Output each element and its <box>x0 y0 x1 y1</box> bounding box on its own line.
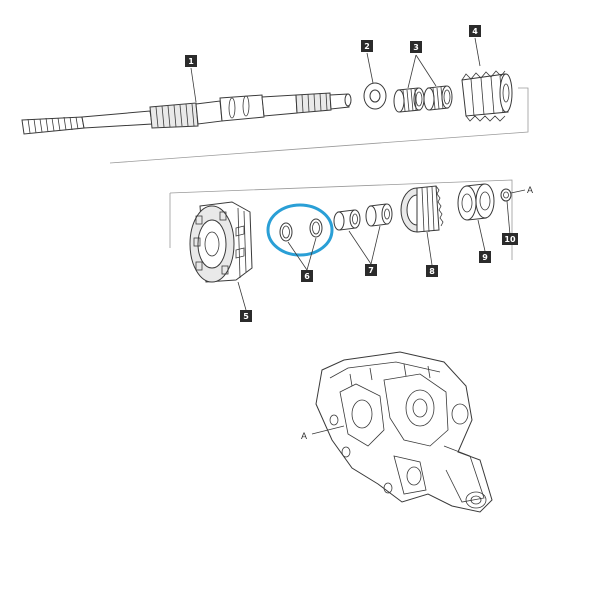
reference-mark-a-housing: A <box>301 431 307 441</box>
highlight-circle-part-6 <box>266 203 334 257</box>
svg-text:1: 1 <box>188 57 194 66</box>
callout-10: 10 <box>502 233 518 245</box>
callout-8: 8 <box>426 265 438 277</box>
callout-9: 9 <box>479 251 491 263</box>
part-2-washer <box>363 82 387 110</box>
svg-text:3: 3 <box>413 43 419 52</box>
part-10-ring <box>500 188 512 202</box>
part-1-shaft <box>21 92 352 135</box>
part-4-gear <box>461 70 513 122</box>
svg-text:4: 4 <box>472 27 478 36</box>
callout-7: 7 <box>365 264 377 276</box>
part-6-snap-rings <box>279 218 323 242</box>
svg-text:10: 10 <box>504 235 516 244</box>
part-5-clutch-housing <box>189 201 253 283</box>
callout-6: 6 <box>301 270 313 282</box>
callout-2: 2 <box>361 40 373 52</box>
callout-5: 5 <box>240 310 252 322</box>
svg-text:9: 9 <box>482 253 488 262</box>
svg-text:7: 7 <box>368 266 374 275</box>
svg-text:2: 2 <box>364 42 370 51</box>
callout-3: 3 <box>410 41 422 53</box>
svg-text:8: 8 <box>429 267 435 276</box>
transmission-housing <box>315 351 493 513</box>
callout-4: 4 <box>469 25 481 37</box>
part-3-needle-bearings <box>393 85 453 113</box>
reference-mark-a-top: A <box>527 185 533 195</box>
leader-lines <box>190 37 526 435</box>
svg-text:5: 5 <box>243 312 249 321</box>
part-8-drum-gear <box>400 185 444 233</box>
part-9-ball-bearing <box>457 183 495 221</box>
svg-text:6: 6 <box>304 272 310 281</box>
callout-1: 1 <box>185 55 197 67</box>
part-7-bushings <box>333 203 393 231</box>
